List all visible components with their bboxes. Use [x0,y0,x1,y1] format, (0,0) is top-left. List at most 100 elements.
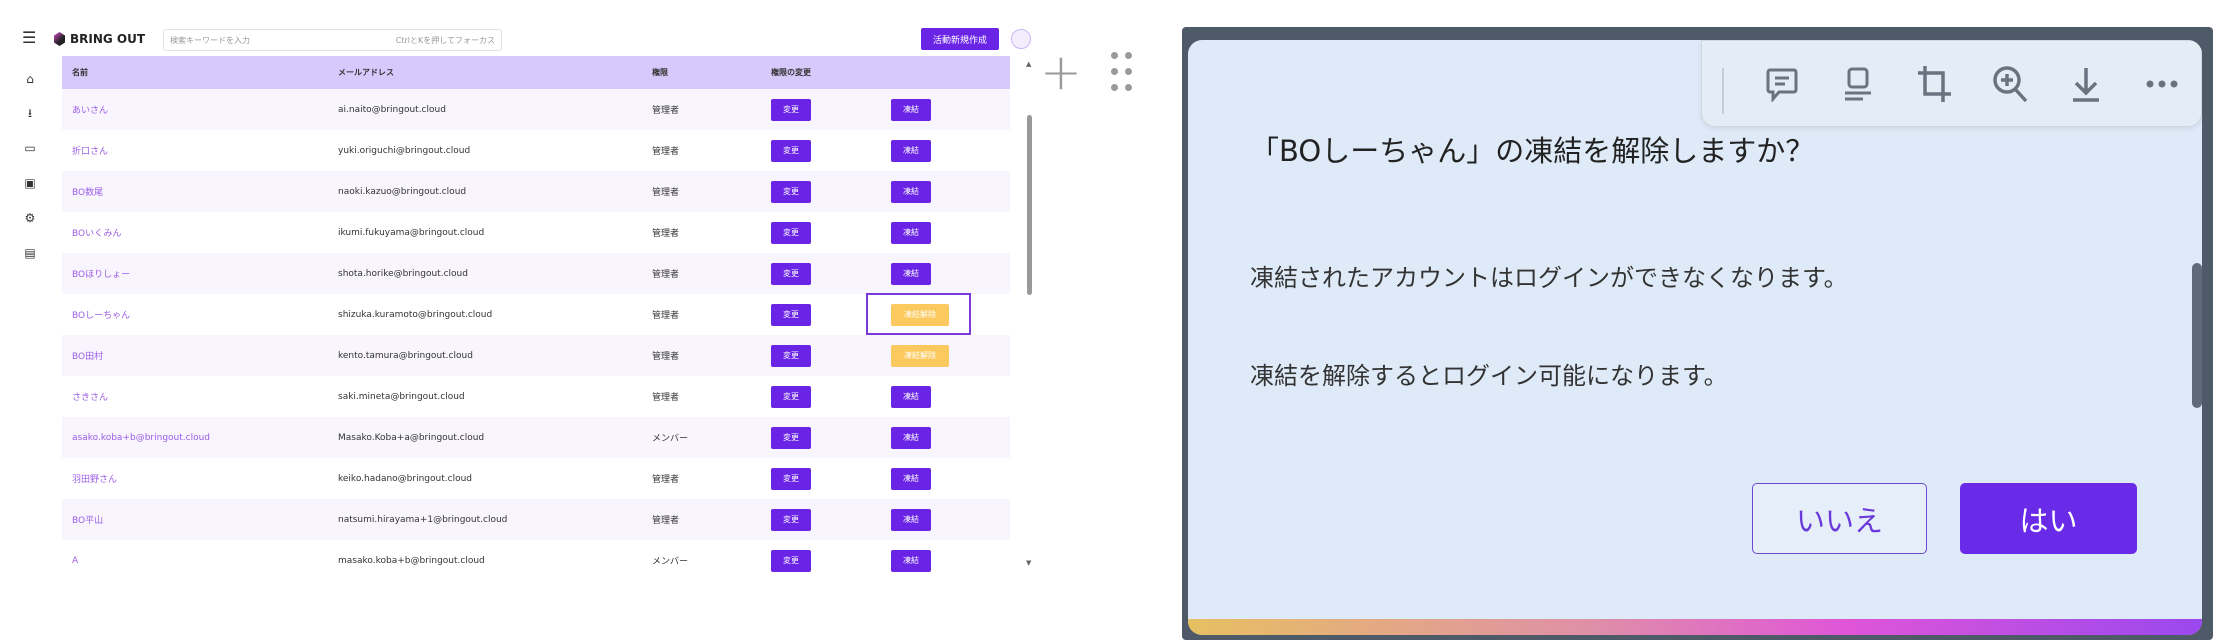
freeze-button[interactable]: 凍結 [891,508,931,531]
member-email: ai.naito@bringout.cloud [338,104,446,115]
dialog-message-2: 凍結を解除するとログイン可能になります。 [1250,362,1728,390]
drag-handle-icon[interactable] [1111,52,1133,94]
yes-button[interactable]: はい [1960,483,2137,554]
change-role-button[interactable]: 変更 [771,221,811,244]
table-row: asako.koba+b@bringout.cloud Masako.Koba+… [62,417,1010,458]
unfreeze-button[interactable]: 凍結解除 [891,303,949,326]
download-icon[interactable] [2066,64,2106,104]
more-icon[interactable] [2142,64,2182,104]
table-header: 名前 メールアドレス 権限 権限の変更 [62,56,1010,89]
video-icon[interactable]: ▭ [24,141,36,155]
freeze-button[interactable]: 凍結 [891,549,931,572]
building-icon[interactable]: ▤ [24,246,36,260]
member-email: yuki.origuchi@bringout.cloud [338,145,471,156]
scroll-up-icon[interactable]: ▲ [1026,60,1032,68]
freeze-button[interactable]: 凍結 [891,262,931,285]
member-email: naoki.kazuo@bringout.cloud [338,186,467,197]
add-icon[interactable]: + [1040,43,1082,101]
member-role: 管理者 [652,311,680,321]
table-row: あいさん ai.naito@bringout.cloud 管理者 変更 凍結 [62,89,1010,130]
avatar[interactable] [1011,29,1031,49]
dialog-frame: 「BOしーちゃん」の凍結を解除しますか？ 凍結されたアカウントはログインができな… [1182,27,2213,640]
crop-icon[interactable] [1914,64,1954,104]
member-role: 管理者 [652,393,680,403]
table-row: A masako.koba+b@bringout.cloud メンバー 変更 凍… [62,540,1010,581]
image-toolbar [1701,40,2202,127]
table-row: BO平山 natsumi.hirayama+1@bringout.cloud 管… [62,499,1010,540]
search-input[interactable]: 検索キーワードを入力 CtrlとKを押してフォーカス [163,29,502,51]
search-placeholder: 検索キーワードを入力 [170,35,250,45]
member-name-link[interactable]: 折口さん [72,147,109,157]
table-row: BO数尾 naoki.kazuo@bringout.cloud 管理者 変更 凍… [62,171,1010,212]
table-row: 羽田野さん keiko.hadano@bringout.cloud 管理者 変更… [62,458,1010,499]
member-email: Masako.Koba+a@bringout.cloud [338,432,485,443]
freeze-button[interactable]: 凍結 [891,385,931,408]
change-role-button[interactable]: 変更 [771,426,811,449]
member-email: shizuka.kuramoto@bringout.cloud [338,309,493,320]
header-name: 名前 [72,68,88,77]
change-role-button[interactable]: 変更 [771,385,811,408]
zoom-in-icon[interactable] [1990,64,2030,104]
no-button[interactable]: いいえ [1752,483,1927,554]
member-email: shota.horike@bringout.cloud [338,268,468,279]
member-name-link[interactable]: A [72,555,79,566]
table-row: BOほりしょー shota.horike@bringout.cloud 管理者 … [62,253,1010,294]
member-name-link[interactable]: BOほりしょー [72,270,131,280]
freeze-button[interactable]: 凍結 [891,98,931,121]
toolbar-separator [1722,68,1724,114]
gradient-bar [1188,619,2202,635]
search-hint: CtrlとKを押してフォーカス [395,35,495,45]
freeze-button[interactable]: 凍結 [891,467,931,490]
change-role-button[interactable]: 変更 [771,262,811,285]
header-email: メールアドレス [338,68,394,77]
admin-app: ☰ BRING OUT 検索キーワードを入力 CtrlとKを押してフォーカス 活動… [0,0,1045,572]
scroll-down-icon[interactable]: ▼ [1026,559,1032,567]
menu-icon[interactable]: ☰ [22,28,37,47]
change-role-button[interactable]: 変更 [771,508,811,531]
member-name-link[interactable]: asako.koba+b@bringout.cloud [72,432,211,443]
change-role-button[interactable]: 変更 [771,467,811,490]
change-role-button[interactable]: 変更 [771,180,811,203]
unfreeze-button[interactable]: 凍結解除 [891,344,949,367]
home-icon[interactable]: ⌂ [26,72,34,86]
freeze-button[interactable]: 凍結 [891,180,931,203]
dialog-message-1: 凍結されたアカウントはログインができなくなります。 [1250,264,1848,292]
table-row: BOいくみん ikumi.fukuyama@bringout.cloud 管理者… [62,212,1010,253]
change-role-button[interactable]: 変更 [771,549,811,572]
change-role-button[interactable]: 変更 [771,303,811,326]
member-name-link[interactable]: BO平山 [72,516,104,526]
scrollbar-thumb[interactable] [1027,115,1032,295]
member-name-link[interactable]: BOしーちゃん [72,311,131,321]
member-role: メンバー [652,434,689,444]
report-icon[interactable]: ▣ [24,176,36,190]
download-icon[interactable]: ⭳ [27,106,33,120]
dialog-scrollbar[interactable] [2192,263,2202,408]
change-role-button[interactable]: 変更 [771,139,811,162]
member-email: keiko.hadano@bringout.cloud [338,473,472,484]
logo-cube-icon [54,32,65,46]
freeze-button[interactable]: 凍結 [891,221,931,244]
logo[interactable]: BRING OUT [54,30,145,48]
table-scrollbar[interactable]: ▲▼ [1026,60,1034,567]
settings-icon[interactable]: ⚙ [24,211,36,225]
change-role-button[interactable]: 変更 [771,98,811,121]
change-role-button[interactable]: 変更 [771,344,811,367]
create-activity-button[interactable]: 活動新規作成 [921,28,999,50]
member-email: natsumi.hirayama+1@bringout.cloud [338,514,508,525]
member-name-link[interactable]: あいさん [72,106,109,116]
freeze-button[interactable]: 凍結 [891,426,931,449]
unfreeze-dialog: 「BOしーちゃん」の凍結を解除しますか？ 凍結されたアカウントはログインができな… [1188,40,2202,635]
table-row: 折口さん yuki.origuchi@bringout.cloud 管理者 変更… [62,130,1010,171]
logo-text: BRING OUT [70,32,146,46]
member-name-link[interactable]: BO田村 [72,352,104,362]
header-role-change: 権限の変更 [771,68,811,77]
freeze-button[interactable]: 凍結 [891,139,931,162]
comment-icon[interactable] [1762,64,1802,104]
members-table: 名前 メールアドレス 権限 権限の変更 あいさん ai.naito@bringo… [62,56,1010,581]
member-role: 管理者 [652,475,680,485]
member-name-link[interactable]: BO数尾 [72,188,104,198]
member-name-link[interactable]: さきさん [72,393,109,403]
layout-icon[interactable] [1838,64,1878,104]
member-name-link[interactable]: BOいくみん [72,229,122,239]
member-name-link[interactable]: 羽田野さん [72,475,118,485]
